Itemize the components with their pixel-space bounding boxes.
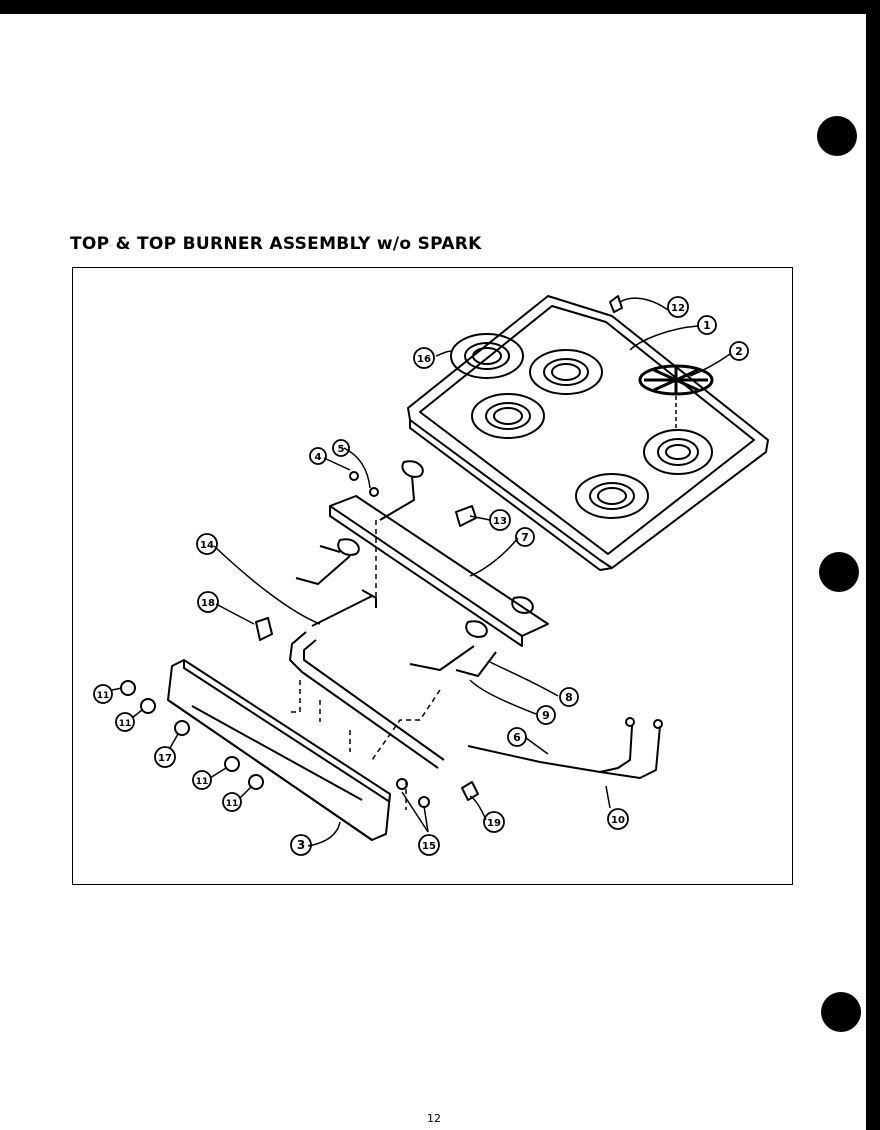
callout-13: 13 — [489, 509, 511, 531]
svg-text:13: 13 — [493, 516, 507, 527]
valve-knobs — [120, 680, 264, 790]
callout-8: 8 — [559, 687, 579, 707]
callout-15: 15 — [418, 834, 440, 856]
callout-11-b: 11 — [115, 712, 135, 732]
svg-text:11: 11 — [97, 691, 110, 701]
burner-ring-right — [643, 429, 713, 475]
callout-3: 3 — [290, 834, 312, 856]
burner-ring-front-left — [450, 333, 524, 379]
callout-17: 17 — [154, 746, 176, 768]
page-top-border — [0, 0, 880, 14]
binder-hole-top — [817, 116, 857, 156]
binder-hole-bottom — [821, 992, 861, 1032]
burner-ring-front — [575, 473, 649, 519]
callout-10: 10 — [607, 808, 629, 830]
callout-6: 6 — [507, 727, 527, 747]
svg-text:15: 15 — [422, 841, 436, 852]
svg-text:1: 1 — [703, 319, 711, 332]
svg-text:19: 19 — [487, 818, 501, 829]
callout-11-c: 11 — [192, 770, 212, 790]
svg-text:11: 11 — [226, 799, 239, 809]
callout-11-a: 11 — [93, 684, 113, 704]
burner-tubes — [295, 545, 497, 677]
callout-7: 7 — [515, 527, 535, 547]
callout-16: 16 — [413, 347, 435, 369]
svg-text:3: 3 — [297, 838, 305, 852]
svg-text:16: 16 — [417, 354, 431, 365]
hidden-lines — [290, 520, 441, 810]
callout-9: 9 — [536, 705, 556, 725]
page-number: 12 — [427, 1112, 441, 1125]
burner-grate-icon — [638, 364, 714, 430]
svg-text:4: 4 — [315, 452, 322, 463]
page-title: TOP & TOP BURNER ASSEMBLY w/o SPARK — [70, 234, 482, 254]
svg-text:5: 5 — [338, 444, 345, 455]
burner-ring-rear-left — [529, 349, 603, 395]
svg-text:12: 12 — [671, 303, 685, 314]
svg-text:18: 18 — [201, 598, 215, 609]
gas-supply-tube — [467, 717, 663, 779]
svg-text:8: 8 — [565, 691, 573, 704]
callout-2: 2 — [729, 341, 749, 361]
binder-hole-middle — [819, 552, 859, 592]
page-right-border — [866, 0, 880, 1130]
callout-19: 19 — [483, 811, 505, 833]
callout-12: 12 — [667, 296, 689, 318]
burner-box-bracket — [329, 460, 549, 647]
leader-lines — [111, 297, 731, 847]
control-panel — [167, 659, 391, 841]
svg-text:7: 7 — [521, 531, 529, 544]
callout-11-d: 11 — [222, 792, 242, 812]
callout-4: 4 — [309, 447, 327, 465]
callout-labels: 1 2 3 4 5 6 7 8 — [93, 296, 749, 856]
svg-text:10: 10 — [611, 815, 625, 826]
svg-text:9: 9 — [542, 709, 550, 722]
svg-text:6: 6 — [513, 731, 521, 744]
cooktop-panel — [407, 295, 769, 571]
callout-1: 1 — [697, 315, 717, 335]
small-parts — [255, 295, 623, 808]
callout-5: 5 — [332, 439, 350, 457]
callout-14: 14 — [196, 533, 218, 555]
burner-ring-middle — [471, 393, 545, 439]
svg-text:17: 17 — [158, 753, 172, 764]
diagram-frame — [72, 267, 793, 885]
svg-text:2: 2 — [735, 345, 743, 358]
svg-text:14: 14 — [200, 540, 214, 551]
svg-text:11: 11 — [119, 719, 132, 729]
manifold-pipe — [289, 589, 445, 769]
svg-text:11: 11 — [196, 777, 209, 787]
callout-18: 18 — [197, 591, 219, 613]
